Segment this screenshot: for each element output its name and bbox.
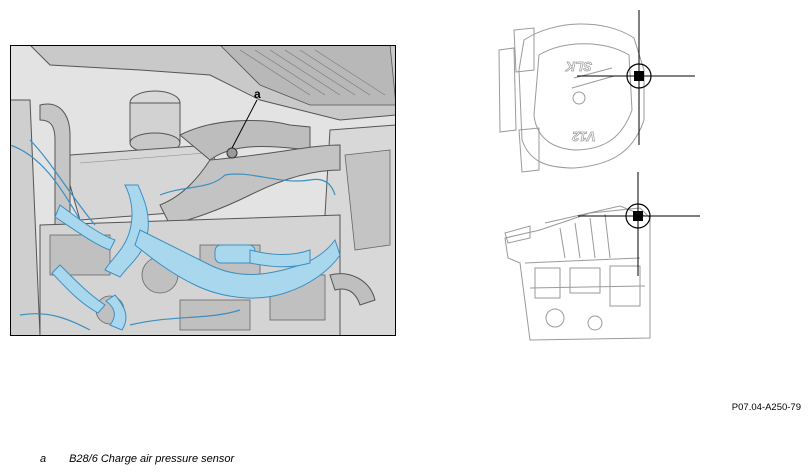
legend-key: a (40, 453, 47, 465)
engine-side-view-locator (504, 172, 700, 341)
engine-top-view-locator: SLK V12 (498, 10, 695, 173)
callout-a-label: a (254, 87, 261, 101)
engine-compartment-illustration: a (10, 45, 396, 336)
legend-text: B28/6 Charge air pressure sensor (69, 453, 235, 465)
emblem-text-top: SLK (564, 59, 592, 74)
emblem-text-v12: V12 (572, 129, 596, 144)
legend-row: a B28/6 Charge air pressure sensor (40, 453, 234, 465)
figure-reference-code: P07.04-A250-79 (731, 402, 801, 413)
